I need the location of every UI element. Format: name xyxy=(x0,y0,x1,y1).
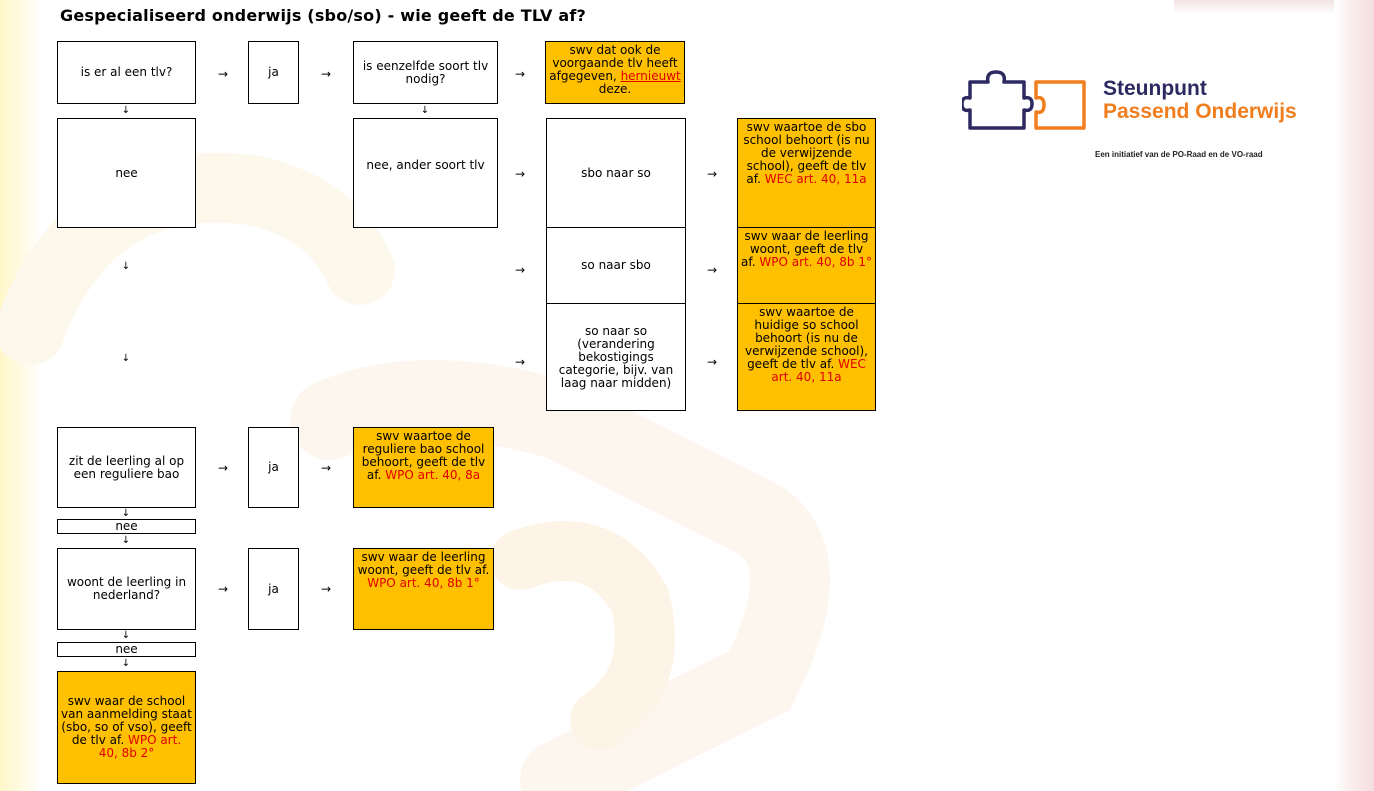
outcome-so-to-so: swv waartoe de huidige so school behoort… xyxy=(737,303,876,411)
logo-tagline: Een initiatief van de PO-Raad en de VO-r… xyxy=(1095,150,1263,159)
outcome-registration-school-ref: WPO art. 40, 8b 2° xyxy=(98,733,182,760)
arrow-icon: → xyxy=(514,167,526,181)
down-arrow-icon: ↓ xyxy=(121,535,131,546)
question-regular-bao-label: zit de leerling al op een reguliere bao xyxy=(68,453,185,481)
down-arrow-icon: ↓ xyxy=(420,105,430,116)
outcome-so-to-sbo-text: swv waar de leerling woont, geeft de tlv… xyxy=(741,230,872,269)
outcome-renew-tlv-text: swv dat ook de voorgaande tlv heeft afge… xyxy=(549,44,681,96)
answer-other-type-label: nee, ander soort tlv xyxy=(366,158,485,172)
question-has-tlv: is er al een tlv? xyxy=(57,41,196,104)
arrow-icon: → xyxy=(706,167,718,181)
arrow-icon: → xyxy=(217,582,229,596)
arrow-icon: → xyxy=(320,67,332,81)
outcome-sbo-to-so-text: swv waartoe de sbo school behoort (is nu… xyxy=(741,121,872,186)
answer-nee-has-tlv-label: nee xyxy=(115,165,138,180)
arrow-icon: → xyxy=(706,355,718,369)
question-regular-bao: zit de leerling al op een reguliere bao xyxy=(57,427,196,508)
answer-ja-1-label: ja xyxy=(268,65,279,79)
logo-name-line2: Passend Onderwijs xyxy=(1103,100,1297,123)
arrow-icon: → xyxy=(320,461,332,475)
answer-nee-lives-nl-label: nee xyxy=(115,642,138,656)
answer-nee-lives-nl: nee xyxy=(57,642,196,657)
page-title: Gespecialiseerd onderwijs (sbo/so) - wie… xyxy=(60,6,587,25)
down-arrow-icon: ↓ xyxy=(121,261,131,272)
outcome-registration-school-text: swv waar de school van aanmelding staat … xyxy=(61,695,192,760)
logo-name-line1: Steunpunt xyxy=(1103,77,1207,100)
outcome-so-to-sbo-ref: WPO art. 40, 8b 1° xyxy=(759,255,872,269)
down-arrow-icon: ↓ xyxy=(121,353,131,364)
answer-ja-3-label: ja xyxy=(268,581,279,596)
question-same-type: is eenzelfde soort tlv nodig? xyxy=(353,41,498,104)
background-accent-right xyxy=(1334,0,1374,791)
down-arrow-icon: ↓ xyxy=(121,630,131,641)
answer-nee-regular-bao: nee xyxy=(57,519,196,534)
question-same-type-label: is eenzelfde soort tlv nodig? xyxy=(362,58,489,86)
down-arrow-icon: ↓ xyxy=(121,105,131,116)
outcome-so-to-sbo-body: swv waar de leerling woont, geeft de tlv… xyxy=(741,229,869,269)
outcome-lives-nl: swv waar de leerling woont, geeft de tlv… xyxy=(353,548,494,630)
arrow-icon: → xyxy=(514,67,526,81)
case-so-to-so: so naar so (verandering bekostigings cat… xyxy=(546,303,686,411)
question-lives-nl-label: woont de leerling in nederland? xyxy=(66,575,187,602)
case-so-to-sbo: so naar sbo xyxy=(546,227,686,304)
case-sbo-to-so-label: sbo naar so xyxy=(581,165,651,180)
down-arrow-icon: ↓ xyxy=(121,658,131,669)
puzzle-logo-icon xyxy=(962,70,1086,130)
outcome-so-to-so-body: swv waartoe de huidige so school behoort… xyxy=(745,305,868,371)
outcome-sbo-to-so: swv waartoe de sbo school behoort (is nu… xyxy=(737,118,876,228)
outcome-so-to-so-text: swv waartoe de huidige so school behoort… xyxy=(741,306,872,384)
outcome-regular-bao: swv waartoe de reguliere bao school beho… xyxy=(353,427,494,508)
outcome-renew-tlv-body: swv dat ook de voorgaande tlv heeft afge… xyxy=(549,43,678,83)
arrow-icon: → xyxy=(706,263,718,277)
outcome-renew-tlv: swv dat ook de voorgaande tlv heeft afge… xyxy=(545,41,685,104)
answer-ja-3: ja xyxy=(248,548,299,630)
arrow-icon: → xyxy=(217,67,229,81)
answer-nee-regular-bao-label: nee xyxy=(115,519,138,533)
background-accent-left xyxy=(0,0,40,791)
outcome-lives-nl-body: swv waar de leerling woont, geeft de tlv… xyxy=(357,550,490,577)
arrow-icon: → xyxy=(217,461,229,475)
answer-other-type: nee, ander soort tlv xyxy=(353,118,498,228)
outcome-so-to-so-ref: WEC art. 40, 11a xyxy=(771,357,866,384)
outcome-regular-bao-text: swv waartoe de reguliere bao school beho… xyxy=(357,430,490,482)
arrow-icon: → xyxy=(514,263,526,277)
case-so-to-so-label: so naar so (verandering bekostigings cat… xyxy=(558,323,674,390)
outcome-lives-nl-ref: WPO art. 40, 8b 1° xyxy=(367,576,480,590)
background-accent-top xyxy=(1174,0,1334,14)
answer-ja-2: ja xyxy=(248,427,299,508)
down-arrow-icon: ↓ xyxy=(121,508,131,519)
question-has-tlv-label: is er al een tlv? xyxy=(80,65,173,79)
arrow-icon: → xyxy=(320,582,332,596)
outcome-regular-bao-body: swv waartoe de reguliere bao school beho… xyxy=(361,429,486,482)
outcome-renew-tlv-tail: deze. xyxy=(598,82,632,96)
question-lives-nl: woont de leerling in nederland? xyxy=(57,548,196,630)
outcome-sbo-to-so-body: swv waartoe de sbo school behoort (is nu… xyxy=(743,120,870,186)
outcome-lives-nl-text: swv waar de leerling woont, geeft de tlv… xyxy=(357,551,490,590)
answer-nee-has-tlv: nee xyxy=(57,118,196,228)
answer-ja-1: ja xyxy=(248,41,299,104)
outcome-registration-school: swv waar de school van aanmelding staat … xyxy=(57,671,196,784)
outcome-so-to-sbo: swv waar de leerling woont, geeft de tlv… xyxy=(737,227,876,304)
case-so-to-sbo-label: so naar sbo xyxy=(581,258,651,272)
outcome-registration-school-body: swv waar de school van aanmelding staat … xyxy=(61,694,192,747)
case-sbo-to-so: sbo naar so xyxy=(546,118,686,228)
answer-ja-2-label: ja xyxy=(268,460,279,474)
arrow-icon: → xyxy=(514,355,526,369)
outcome-renew-tlv-highlight: hernieuwt xyxy=(620,69,681,83)
outcome-sbo-to-so-ref: WEC art. 40, 11a xyxy=(764,172,867,186)
outcome-regular-bao-ref: WPO art. 40, 8a xyxy=(385,468,481,482)
